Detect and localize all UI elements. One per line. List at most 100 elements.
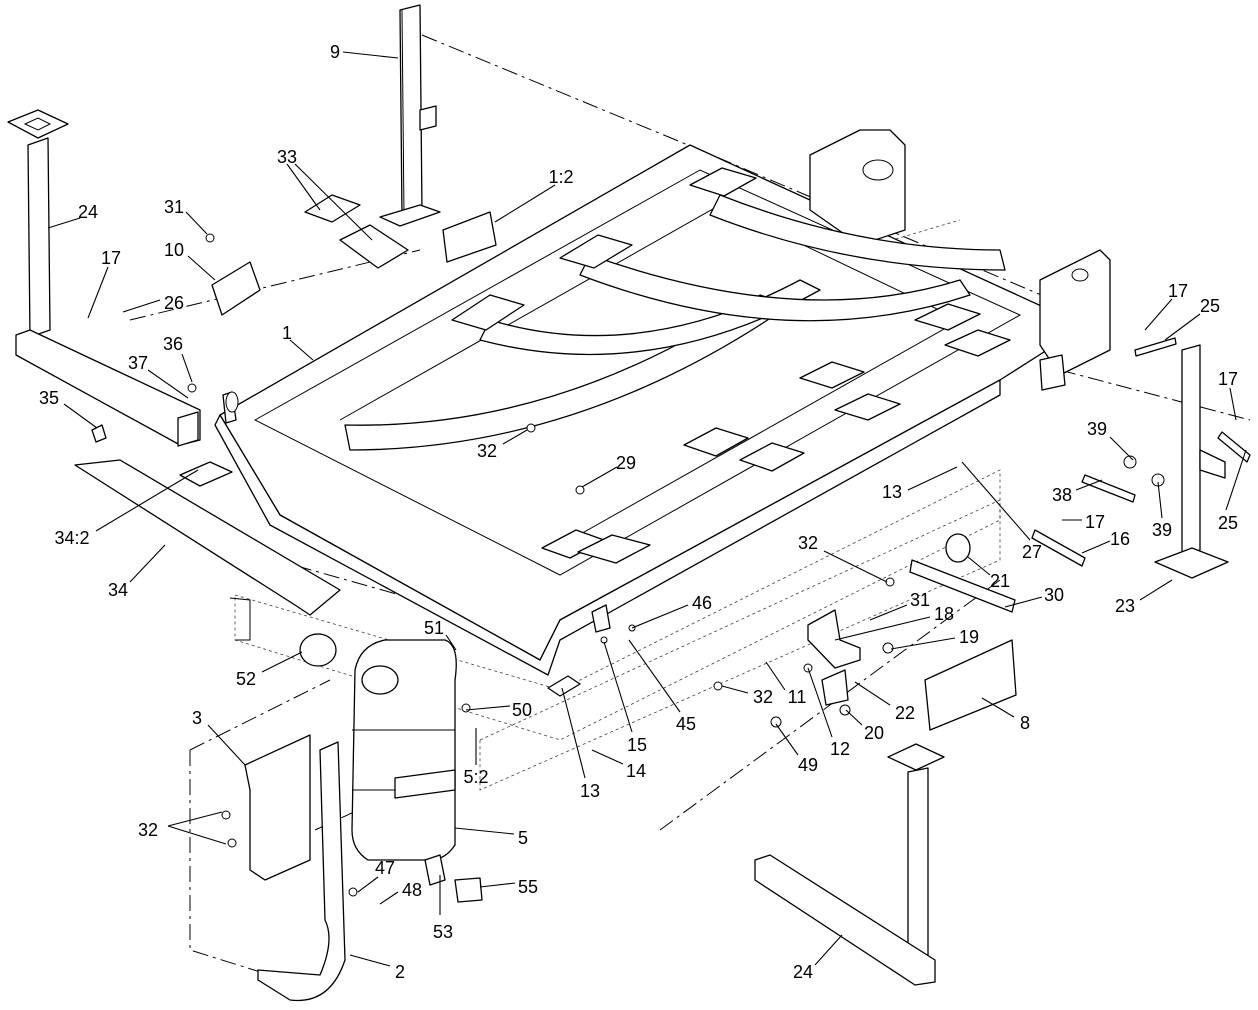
callout-number: 51 xyxy=(424,618,444,638)
callout-c-25b: 25 xyxy=(1218,449,1247,533)
leader-line xyxy=(854,681,891,706)
leader-line xyxy=(494,184,556,223)
callout-number: 30 xyxy=(1044,585,1064,605)
leader-line xyxy=(181,353,193,383)
callout-c-11: 11 xyxy=(765,661,807,707)
callout-number: 29 xyxy=(616,453,636,473)
callout-c-22: 22 xyxy=(854,681,915,723)
leader-line xyxy=(1081,540,1111,554)
leader-line xyxy=(187,255,216,281)
leader-line xyxy=(1004,596,1043,608)
callout-number: 31 xyxy=(910,590,930,610)
leader-line xyxy=(63,403,98,429)
leader-line xyxy=(502,429,528,445)
leader-line xyxy=(721,685,749,694)
callout-c-8: 8 xyxy=(981,697,1030,733)
callout-c-17a: 17 xyxy=(87,248,121,319)
callout-number: 18 xyxy=(934,604,954,624)
bracket-22 xyxy=(821,669,849,706)
callout-number: 10 xyxy=(164,240,184,260)
callout-c-13a: 13 xyxy=(882,466,958,502)
cap-52 xyxy=(299,633,337,667)
leader-line xyxy=(47,217,81,229)
callout-c-30: 30 xyxy=(1004,585,1064,608)
leader-line xyxy=(167,825,227,845)
callout-c-52: 52 xyxy=(236,651,303,689)
callout-number: 39 xyxy=(1087,419,1107,439)
callout-c-17d: 17 xyxy=(1218,369,1238,421)
callout-c-50: 50 xyxy=(465,700,532,720)
callout-c-49: 49 xyxy=(775,723,818,775)
ring-21 xyxy=(945,533,971,563)
leader-line xyxy=(1139,579,1173,601)
callout-c-38: 38 xyxy=(1052,479,1103,505)
leader-line xyxy=(454,827,515,835)
leader-line xyxy=(167,811,223,827)
callout-c-10: 10 xyxy=(164,240,216,281)
pin-25 xyxy=(1134,337,1177,357)
callout-number: 55 xyxy=(518,877,538,897)
callout-number: 1 xyxy=(282,323,292,343)
callout-c-34: 34 xyxy=(108,544,166,600)
callout-c-26: 26 xyxy=(122,293,184,313)
main-frame xyxy=(214,129,1111,676)
callout-c-39a: 39 xyxy=(1087,419,1134,461)
callout-number: 11 xyxy=(788,687,807,707)
callout-c-25a: 25 xyxy=(1164,296,1220,341)
leader-line xyxy=(349,954,391,967)
callout-number: 34 xyxy=(108,580,128,600)
callout-number: 8 xyxy=(1020,713,1030,733)
leader-line xyxy=(581,466,618,488)
callout-c-3: 3 xyxy=(192,708,246,766)
callout-c-33: 33 xyxy=(277,147,373,241)
leader-line xyxy=(465,705,511,711)
post-9 xyxy=(379,4,441,227)
callout-c-18: 18 xyxy=(834,604,954,641)
leader-line xyxy=(628,639,681,713)
leader-line xyxy=(122,299,161,313)
callout-c-39b: 39 xyxy=(1152,481,1172,540)
leader-line xyxy=(807,667,833,738)
leader-line xyxy=(890,637,956,650)
callout-c-29: 29 xyxy=(581,453,636,488)
callout-number: 23 xyxy=(1115,596,1135,616)
leader-line xyxy=(1164,313,1201,341)
leader-line xyxy=(814,934,843,966)
callout-c-16: 16 xyxy=(1081,529,1130,554)
leader-line xyxy=(294,163,373,241)
callout-number: 1:2 xyxy=(548,167,573,187)
leader-line xyxy=(1144,298,1173,331)
callout-number: 33 xyxy=(277,147,297,167)
callout-number: 47 xyxy=(375,858,395,878)
callout-number: 20 xyxy=(864,723,884,743)
callout-c-47: 47 xyxy=(357,858,395,893)
callout-c-15: 15 xyxy=(603,641,647,755)
leader-line xyxy=(967,556,991,576)
callout-c-53: 53 xyxy=(433,875,453,942)
callout-number: 39 xyxy=(1152,520,1172,540)
callout-c-21: 21 xyxy=(967,556,1010,591)
callout-c-46: 46 xyxy=(631,593,712,629)
callout-number: 24 xyxy=(793,962,813,982)
callout-number: 37 xyxy=(128,353,148,373)
leader-line xyxy=(147,369,189,399)
leader-line xyxy=(95,469,199,532)
leader-line xyxy=(286,163,321,211)
callout-c-19: 19 xyxy=(890,627,979,650)
callout-c-48: 48 xyxy=(379,880,422,905)
leader-line xyxy=(561,687,586,779)
callout-c-32a: 32 xyxy=(477,429,528,461)
callout-c-5-2: 5:2 xyxy=(463,728,489,787)
bracket-2 xyxy=(257,741,346,1002)
callout-number: 17 xyxy=(101,248,121,268)
callout-number: 19 xyxy=(959,627,979,647)
decal-34-2 xyxy=(179,461,233,487)
rail-34 xyxy=(74,459,341,616)
bracket-13 xyxy=(547,675,581,697)
decal-1-2 xyxy=(442,211,497,263)
pin-38 xyxy=(1081,474,1136,503)
callout-number: 17 xyxy=(1218,369,1238,389)
leader-line xyxy=(834,616,931,641)
callout-number: 50 xyxy=(512,700,532,720)
